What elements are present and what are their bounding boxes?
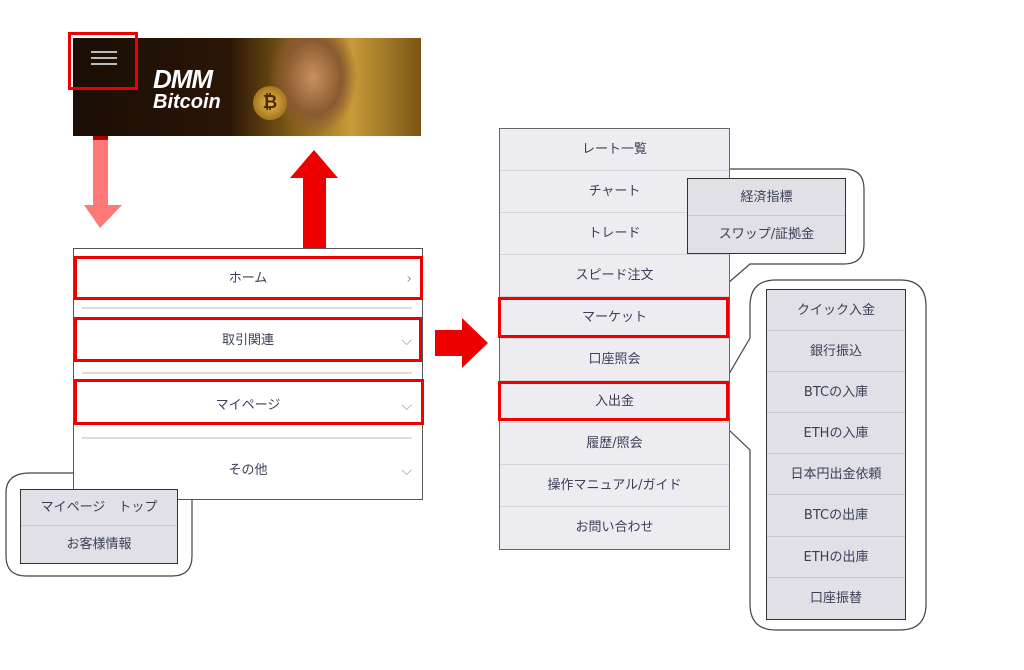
submenu-item[interactable]: BTCの出庫 [767,495,905,537]
logo-dmm: DMM [153,64,213,94]
menu-item-label: その他 [228,463,268,478]
hamburger-icon [91,51,117,53]
submenu-item[interactable]: 銀行振込 [767,331,905,373]
banner-model-image [268,38,358,136]
trading-menu-item[interactable]: 操作マニュアル/ガイド [500,465,729,507]
divider [82,307,412,309]
chevron-down-icon: ⌵ [401,333,412,349]
submenu-item[interactable]: 口座振替 [809,590,862,606]
submenu-item[interactable]: クイック入金 [767,290,905,332]
hamburger-menu-button[interactable] [68,32,138,90]
menu-item-label: 取引関連 [221,333,274,348]
chevron-down-icon: ⌵ [401,398,412,414]
submenu-item[interactable]: スワップ/証拠金 [718,227,815,242]
chevron-right-icon: › [406,271,412,287]
trading-menu-item[interactable]: 履歴/照会 [500,423,729,465]
submenu-item[interactable]: BTCの入庫 [767,372,905,414]
mypage-submenu: マイページ トップ お客様情報 [20,489,178,564]
divider [82,437,412,439]
highlight-deposit [498,381,729,421]
chevron-down-icon: ⌵ [401,463,412,479]
trading-menu-item[interactable]: 口座照会 [500,339,729,381]
trading-menu-item[interactable]: スピード注文 [500,255,729,297]
trading-menu-item[interactable]: トレード [500,213,729,255]
menu-item-label: マイページ [215,398,281,413]
deposit-submenu: クイック入金 銀行振込 BTCの入庫 ETHの入庫 日本円出金依頼 BTCの出庫… [766,289,906,620]
divider [82,372,412,374]
menu-item-mypage[interactable]: マイページ ⌵ [74,385,422,427]
trading-menu-item[interactable]: マーケット [500,297,729,339]
logo-bitcoin: Bitcoin [153,91,221,113]
main-menu: ホーム › 取引関連 ⌵ マイページ ⌵ その他 ⌵ [73,248,423,500]
menu-item-label: ホーム [228,271,268,286]
menu-item-other[interactable]: その他 ⌵ [74,450,422,492]
menu-item-trading[interactable]: 取引関連 ⌵ [74,320,422,362]
up-arrow [290,150,338,268]
bitcoin-coin-icon: ₿ [253,86,287,120]
submenu-item[interactable]: 経済指標 [688,179,845,216]
trading-menu-item[interactable]: チャート [500,171,729,213]
market-submenu: 経済指標 スワップ/証拠金 [687,178,846,254]
highlight-home [74,256,423,300]
highlight-trading [74,317,422,362]
submenu-item[interactable]: マイページ トップ [21,490,177,526]
highlight-market [498,297,729,338]
trading-menu-item[interactable]: レート一覧 [500,129,729,171]
submenu-item[interactable]: お客様情報 [66,537,132,552]
submenu-item[interactable]: ETHの出庫 [767,537,905,578]
submenu-item[interactable]: ETHの入庫 [767,413,905,455]
dmm-bitcoin-logo: DMM Bitcoin [153,66,221,112]
highlight-mypage [74,379,424,425]
trading-menu-item[interactable]: お問い合わせ [575,520,654,535]
submenu-item[interactable]: 日本円出金依頼 [767,454,905,496]
menu-item-home[interactable]: ホーム › [74,258,422,300]
right-arrow [435,318,488,368]
trading-menu-item[interactable]: 入出金 [500,381,729,423]
